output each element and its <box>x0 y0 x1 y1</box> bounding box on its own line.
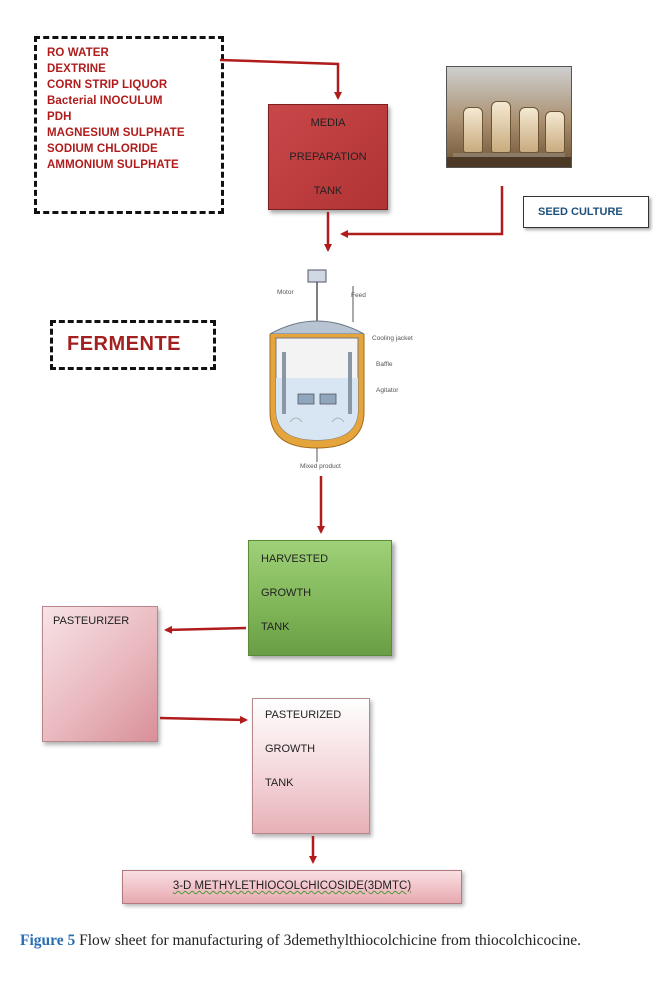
flask-image <box>491 101 511 153</box>
flask-image <box>545 111 565 153</box>
arrow-seed-to-fermenter <box>340 186 504 238</box>
vessel-label-agitator: Agitator <box>376 387 399 394</box>
pasteurizer-box: PASTEURIZER <box>42 606 158 742</box>
figure-caption: Figure 5 Flow sheet for manufacturing of… <box>20 930 646 951</box>
ingredient-item: CORN STRIP LIQUOR <box>47 79 168 91</box>
media-tank-line3: TANK <box>313 185 343 197</box>
arrow-ingredients-to-media <box>219 58 342 100</box>
pasteurizer-label: PASTEURIZER <box>53 615 130 627</box>
ingredients-list-box: RO WATER DEXTRINE CORN STRIP LIQUOR Bact… <box>34 36 224 214</box>
flow-sheet-figure: RO WATER DEXTRINE CORN STRIP LIQUOR Bact… <box>20 22 660 912</box>
media-preparation-tank: MEDIA PREPARATION TANK <box>268 104 388 210</box>
vessel-label-product: Mixed product <box>300 463 341 470</box>
harvested-line1: HARVESTED <box>261 553 329 565</box>
harvested-line3: TANK <box>261 621 290 633</box>
diagram-panel: RO WATER DEXTRINE CORN STRIP LIQUOR Bact… <box>20 22 660 912</box>
ingredient-item: RO WATER <box>47 47 109 59</box>
ingredient-item: DEXTRINE <box>47 63 106 75</box>
flask-image <box>519 107 539 153</box>
pasteurized-line3: TANK <box>265 777 294 789</box>
arrow-pasteurizer-to-pasteurized <box>159 715 248 724</box>
flask-image <box>463 107 483 153</box>
ingredient-item: Bacterial INOCULUM <box>47 95 163 107</box>
vessel-label-baffle: Baffle <box>376 361 393 368</box>
fermenter-label-box: FERMENTE <box>50 320 216 370</box>
pasteurized-growth-tank: PASTEURIZED GROWTH TANK <box>252 698 370 834</box>
fermenter-label: FERMENTE <box>67 333 181 355</box>
flow-arrows-layer: Motor Feed Cooling jacket Baffle Agitato… <box>159 58 504 864</box>
arrow-harvested-to-pasteurizer <box>164 625 247 634</box>
final-product-box: 3-D METHYLETHIOCOLCHICOSIDE(3DMTC) <box>122 870 462 904</box>
media-tank-line1: MEDIA <box>310 117 346 129</box>
flask-rack <box>453 153 565 157</box>
caption-label: Figure 5 <box>20 932 76 949</box>
vessel-label-motor: Motor <box>277 289 294 296</box>
harvested-line2: GROWTH <box>261 587 312 599</box>
final-product-label: 3-D METHYLETHIOCOLCHICOSIDE(3DMTC) <box>172 880 412 892</box>
flask-tray <box>447 157 571 167</box>
pasteurized-line1: PASTEURIZED <box>265 709 342 721</box>
seed-culture-label: SEED CULTURE <box>538 206 623 218</box>
ingredient-item: MAGNESIUM SULPHATE <box>47 127 185 139</box>
ingredient-item: AMMONIUM SULPHATE <box>47 159 179 171</box>
fermenter-vessel: Motor Feed Cooling jacket Baffle Agitato… <box>269 269 413 470</box>
seed-culture-photo <box>446 66 572 168</box>
caption-text: Flow sheet for manufacturing of 3demethy… <box>75 932 581 949</box>
vessel-label-feed: Feed <box>351 292 366 299</box>
media-tank-line2: PREPARATION <box>289 151 367 163</box>
ingredient-item: PDH <box>47 111 72 123</box>
harvested-growth-tank: HARVESTED GROWTH TANK <box>248 540 392 656</box>
seed-culture-box: SEED CULTURE <box>523 196 649 228</box>
pasteurized-line2: GROWTH <box>265 743 316 755</box>
ingredient-item: SODIUM CHLORIDE <box>47 143 158 155</box>
vessel-label-cooling: Cooling jacket <box>372 335 413 342</box>
